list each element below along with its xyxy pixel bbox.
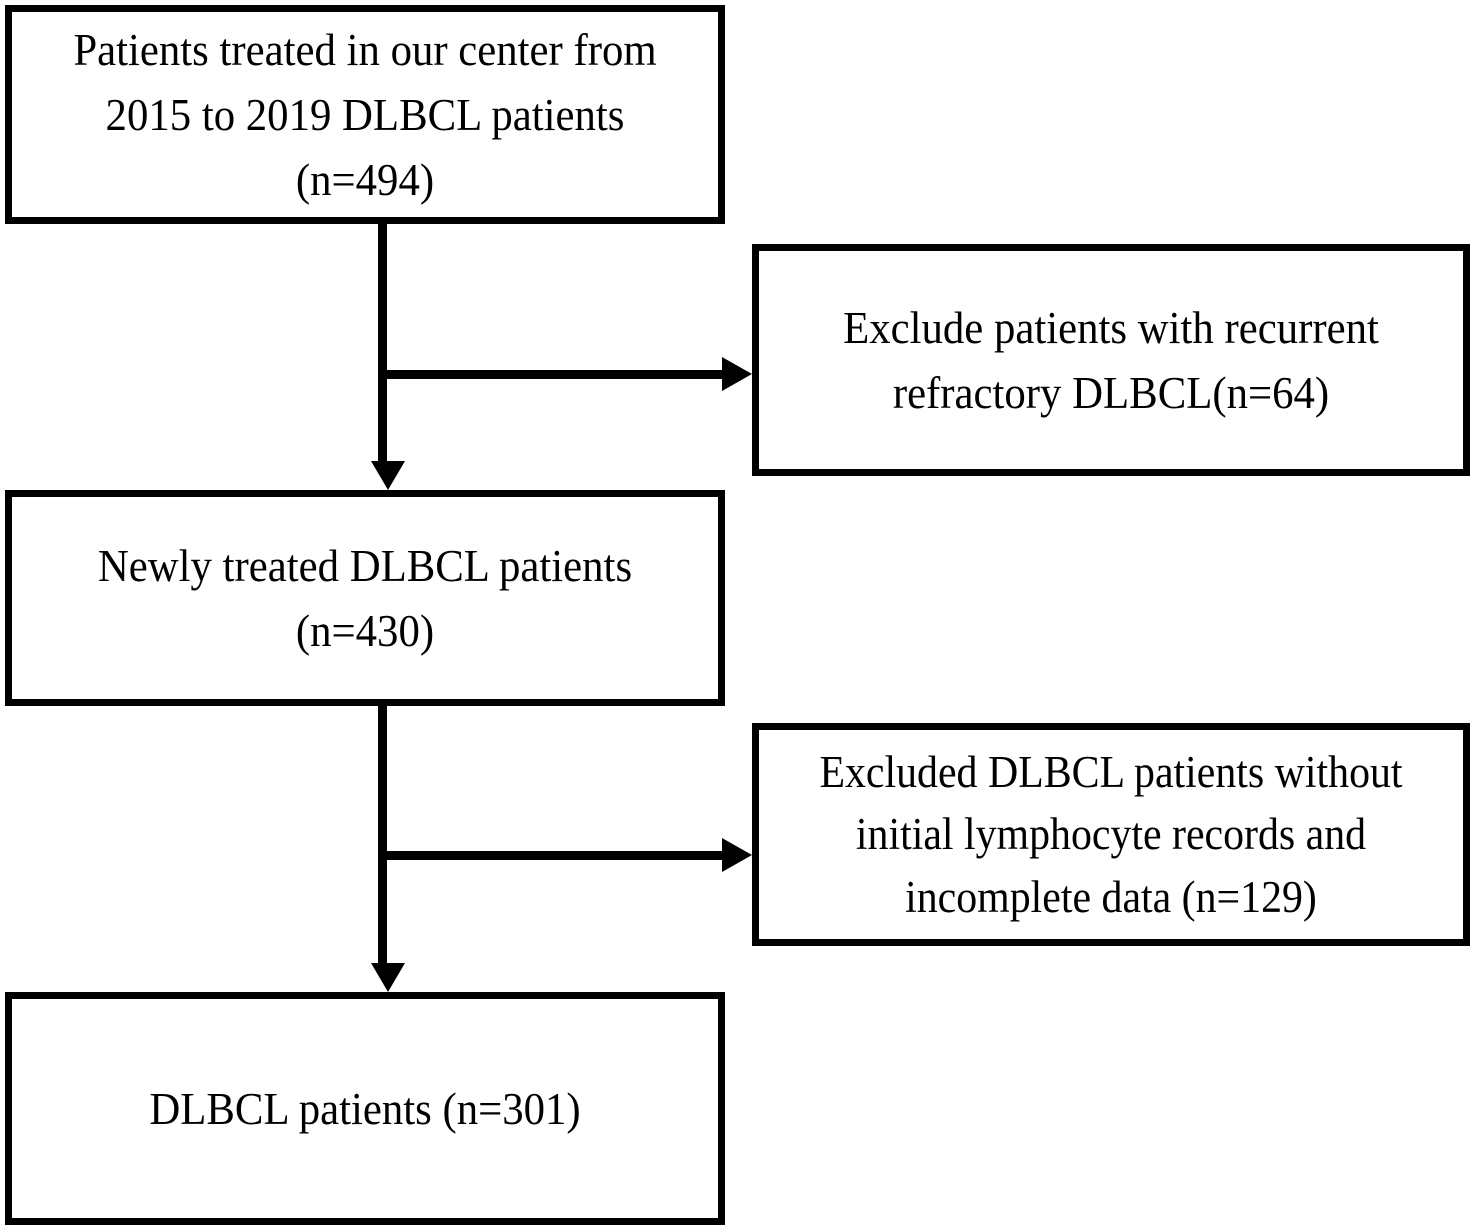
node-cohort-initial: Patients treated in our center from 2015… bbox=[5, 5, 725, 224]
node-excluded-records: Excluded DLBCL patients without initial … bbox=[752, 723, 1470, 946]
connector-newly-to-excluded-records-line bbox=[378, 851, 726, 860]
node-cohort-newly-treated: Newly treated DLBCL patients (n=430) bbox=[5, 490, 725, 706]
node-cohort-initial-line-3: (n=494) bbox=[295, 154, 435, 206]
node-excluded-records-line-1: Excluded DLBCL patients without bbox=[819, 747, 1403, 798]
node-excluded-recurrent-line-2: refractory DLBCL(n=64) bbox=[892, 367, 1330, 418]
node-cohort-initial-line-2: 2015 to 2019 DLBCL patients bbox=[105, 88, 625, 140]
node-excluded-recurrent-line-1: Exclude patients with recurrent bbox=[843, 301, 1379, 353]
arrowhead-down-initial-to-newly bbox=[371, 461, 405, 490]
node-excluded-records-line-3: incomplete data (n=129) bbox=[905, 871, 1317, 922]
node-excluded-recurrent: Exclude patients with recurrent refracto… bbox=[752, 244, 1470, 476]
arrowhead-right-to-excluded-recurrent bbox=[722, 357, 752, 391]
node-cohort-final: DLBCL patients (n=301) bbox=[5, 992, 725, 1225]
arrowhead-down-newly-to-final bbox=[371, 963, 405, 992]
node-excluded-records-line-2: initial lymphocyte records and bbox=[855, 809, 1367, 860]
node-cohort-newly-treated-line-2: (n=430) bbox=[295, 605, 435, 656]
node-cohort-final-line-1: DLBCL patients (n=301) bbox=[149, 1082, 581, 1134]
connector-newly-to-final-line bbox=[378, 706, 387, 964]
arrowhead-right-to-excluded-records bbox=[722, 838, 752, 872]
connector-initial-to-excluded-recurrent-line bbox=[378, 370, 726, 379]
connector-initial-to-newly-line bbox=[378, 224, 387, 462]
node-cohort-initial-line-1: Patients treated in our center from bbox=[73, 23, 657, 75]
node-cohort-newly-treated-line-1: Newly treated DLBCL patients bbox=[97, 539, 633, 591]
